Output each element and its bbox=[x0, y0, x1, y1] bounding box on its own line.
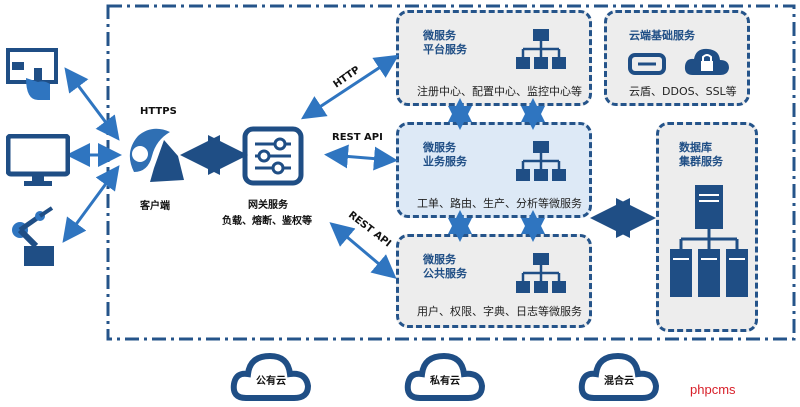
rest-api-label-1: REST API bbox=[332, 132, 383, 143]
public-service-desc: 用户、权限、字典、日志等微服务 bbox=[417, 305, 582, 318]
cloud-icon bbox=[404, 352, 486, 401]
cloud-infra-desc: 云盾、DDOS、SSL等 bbox=[629, 85, 737, 98]
hierarchy-icon bbox=[516, 253, 566, 293]
cloud-icon bbox=[578, 352, 660, 401]
rest-api-arrow-1 bbox=[324, 144, 398, 171]
device-arrow-top bbox=[64, 67, 120, 141]
rest-api-arrow-2 bbox=[329, 222, 397, 279]
cloud-lock-icon bbox=[684, 48, 729, 75]
cloud-icon bbox=[230, 352, 312, 401]
platform-service-desc: 注册中心、配置中心、监控中心等 bbox=[417, 85, 582, 98]
database-cluster-box: 数据库 集群服务 bbox=[656, 122, 758, 332]
gateway-caption: 负载、熔断、鉴权等 bbox=[222, 216, 312, 227]
server-cluster-icon bbox=[670, 185, 748, 297]
platform-service-title: 微服务 平台服务 bbox=[423, 29, 467, 56]
cloud-label-public: 公有云 bbox=[256, 376, 286, 387]
hierarchy-icon bbox=[516, 29, 566, 69]
cloud-label-hybrid: 混合云 bbox=[604, 376, 634, 387]
gateway-name: 网关服务 bbox=[248, 200, 288, 211]
public-service-box: 微服务 公共服务 用户、权限、字典、日志等微服务 bbox=[396, 234, 592, 328]
database-cluster-title: 数据库 集群服务 bbox=[679, 141, 723, 168]
client-caption: 客户端 bbox=[140, 201, 170, 212]
https-label: HTTPS bbox=[140, 106, 177, 117]
business-service-desc: 工单、路由、生产、分析等微服务 bbox=[417, 197, 582, 210]
business-service-title: 微服务 业务服务 bbox=[423, 141, 467, 168]
client-icon bbox=[129, 128, 184, 182]
robot-arm-icon bbox=[12, 206, 54, 266]
hierarchy-icon bbox=[516, 141, 566, 181]
monitor-icon bbox=[6, 134, 70, 186]
device-arrow-bottom bbox=[62, 165, 120, 243]
http-arrow bbox=[300, 54, 400, 120]
link-icon bbox=[628, 53, 666, 75]
business-service-box: 微服务 业务服务 工单、路由、生产、分析等微服务 bbox=[396, 122, 592, 218]
cloud-label-private: 私有云 bbox=[430, 376, 460, 387]
cloud-infra-box: 云端基础服务 云盾、DDOS、SSL等 bbox=[604, 10, 750, 106]
cloud-infra-title: 云端基础服务 bbox=[629, 29, 695, 42]
gateway-icon bbox=[242, 126, 304, 186]
touch-screen-icon bbox=[6, 48, 58, 100]
watermark: phpcms bbox=[690, 382, 736, 397]
public-service-title: 微服务 公共服务 bbox=[423, 253, 467, 280]
